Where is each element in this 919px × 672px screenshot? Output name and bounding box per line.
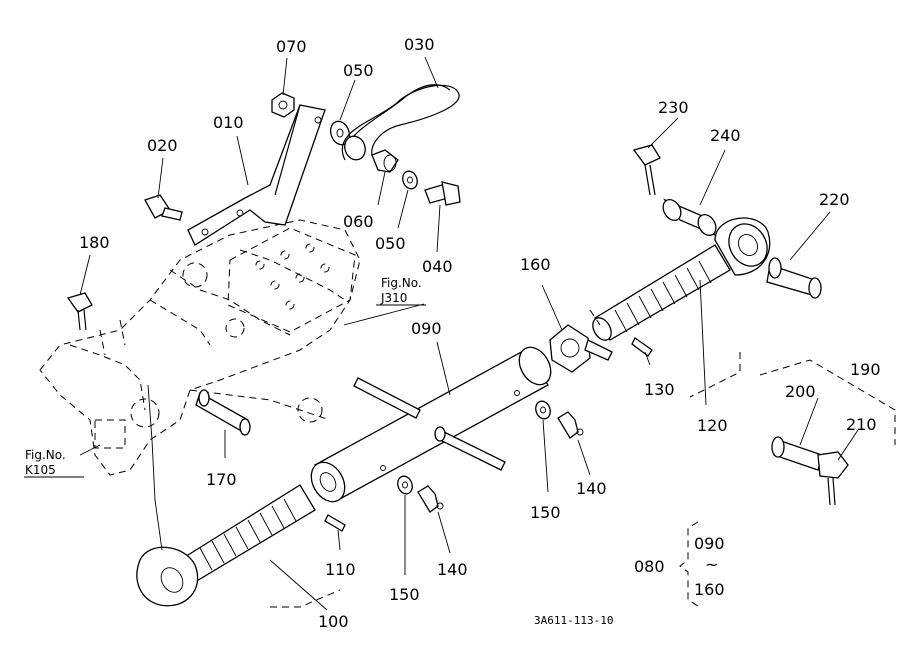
label-020: 020	[147, 136, 178, 155]
label-160-range: 160	[694, 580, 725, 599]
label-200: 200	[785, 382, 816, 401]
lynch-pin-230	[632, 144, 661, 196]
threaded-rod-120	[592, 217, 771, 341]
part-labels: 070 010 020 050 030 060 050 040 180 090 …	[79, 35, 881, 631]
chain-line	[147, 384, 163, 551]
grease-fitting-140-upper	[557, 411, 584, 439]
lynch-pin-180	[66, 292, 93, 331]
clip-210	[817, 451, 849, 506]
bolt-040	[424, 181, 461, 206]
cross-rod-upper	[353, 377, 421, 419]
label-240: 240	[710, 126, 741, 145]
threaded-rod-100	[136, 484, 316, 607]
figref-k105-code: K105	[25, 463, 56, 477]
lock-nut-160	[549, 324, 613, 373]
label-030: 030	[404, 35, 435, 54]
label-130: 130	[644, 380, 675, 399]
figref-j310-code: J310	[380, 291, 407, 305]
bolt-020	[144, 194, 183, 221]
drawing-code: 3A611-113-10	[534, 614, 613, 627]
bracket-010	[187, 104, 326, 246]
figref-k105: Fig.No. K105	[25, 448, 66, 477]
label-180: 180	[79, 233, 110, 252]
label-100: 100	[318, 612, 349, 631]
label-230: 230	[658, 98, 689, 117]
collar-060	[371, 149, 399, 173]
pin-170	[195, 389, 251, 436]
group-outline-100	[270, 589, 341, 608]
pin-130	[631, 337, 653, 357]
pin-220	[766, 257, 822, 299]
washer-150-upper	[535, 400, 551, 420]
grease-fitting-140-lower	[417, 485, 444, 513]
turnbuckle-090	[310, 346, 552, 503]
washer-150-lower	[397, 475, 413, 495]
label-080: 080	[634, 557, 665, 576]
label-050-lower: 050	[375, 234, 406, 253]
label-090: 090	[411, 319, 442, 338]
figref-k105-label: Fig.No.	[25, 448, 66, 462]
mounting-plate	[227, 227, 356, 333]
label-150-lower: 150	[389, 585, 420, 604]
bracket-080	[679, 521, 699, 607]
figref-j310-label: Fig.No.	[381, 276, 422, 290]
washer-050-lower	[402, 170, 418, 190]
label-060: 060	[343, 212, 374, 231]
group-outline-190	[759, 359, 896, 445]
label-170: 170	[206, 470, 237, 489]
label-010: 010	[213, 113, 244, 132]
label-160: 160	[520, 255, 551, 274]
label-150-upper: 150	[530, 503, 561, 522]
pin-110	[324, 514, 346, 532]
label-210: 210	[846, 415, 877, 434]
cross-rod-lower	[434, 426, 506, 471]
group-outline-120	[589, 309, 741, 398]
figref-j310: Fig.No. J310	[380, 276, 422, 305]
label-070: 070	[276, 37, 307, 56]
label-110: 110	[325, 560, 356, 579]
sleeve-240	[662, 198, 717, 237]
wire-030	[341, 84, 460, 161]
label-090-range: 090	[694, 534, 725, 553]
washer-050-upper	[329, 120, 351, 146]
label-190: 190	[850, 360, 881, 379]
pin-200	[771, 436, 823, 471]
label-040: 040	[422, 257, 453, 276]
nut-070	[271, 92, 295, 118]
tractor-housing	[39, 219, 361, 476]
label-tilde: ~	[705, 555, 718, 574]
label-220: 220	[819, 190, 850, 209]
label-120: 120	[697, 416, 728, 435]
label-050-upper: 050	[343, 61, 374, 80]
label-140-upper: 140	[576, 479, 607, 498]
label-140-lower: 140	[437, 560, 468, 579]
leader-lines	[24, 56, 859, 611]
